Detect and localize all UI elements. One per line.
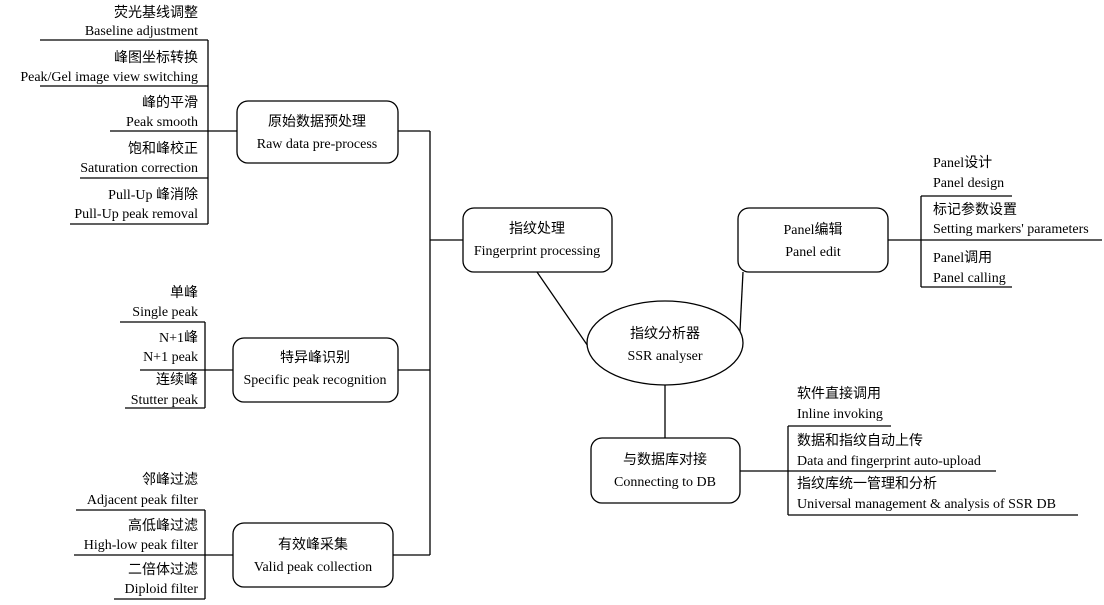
panel-edit-label-zh: Panel编辑 xyxy=(783,222,842,238)
raw-item-label-zh: Pull-Up 峰消除 xyxy=(108,187,198,203)
raw-item-label-en: Peak/Gel image view switching xyxy=(20,70,198,85)
panel-item-label-en: Setting markers' parameters xyxy=(933,222,1089,237)
specific-item-label-en: Single peak xyxy=(132,305,198,320)
db-item-label-en: Data and fingerprint auto-upload xyxy=(797,454,981,469)
raw-item-label-zh: 饱和峰校正 xyxy=(128,140,198,157)
panel-item-label-en: Panel design xyxy=(933,176,1004,191)
valid-peak-label-zh: 有效峰采集 xyxy=(278,536,348,553)
valid-item-label-zh: 邻峰过滤 xyxy=(142,472,198,488)
specific-item-label-zh: N+1峰 xyxy=(159,330,198,346)
db-item-label-zh: 数据和指纹自动上传 xyxy=(797,433,923,449)
valid-item-label-en: Adjacent peak filter xyxy=(87,493,199,508)
specific-peak-label-zh: 特异峰识别 xyxy=(280,350,350,366)
panel-edit-node xyxy=(737,207,889,273)
specific-peak-items: 单峰 Single peak N+1峰 N+1 peak 连续峰 Stutter… xyxy=(131,285,198,408)
valid-item-label-en: High-low peak filter xyxy=(84,538,199,553)
panel-item-label-zh: Panel设计 xyxy=(933,155,992,171)
raw-data-label-en: Raw data pre-process xyxy=(257,137,378,152)
db-items: 软件直接调用 Inline invoking 数据和指纹自动上传 Data an… xyxy=(797,385,1056,512)
raw-item-label-en: Pull-Up peak removal xyxy=(74,207,198,222)
db-item-label-zh: 软件直接调用 xyxy=(797,385,881,402)
db-item-label-en: Inline invoking xyxy=(797,407,883,422)
specific-item-label-en: N+1 peak xyxy=(143,350,198,365)
valid-peak-items: 邻峰过滤 Adjacent peak filter 高低峰过滤 High-low… xyxy=(84,472,199,597)
fingerprint-processing-label-en: Fingerprint processing xyxy=(474,244,600,259)
raw-data-items: 荧光基线调整 Baseline adjustment 峰图坐标转换 Peak/G… xyxy=(20,4,198,222)
specific-peak-label-en: Specific peak recognition xyxy=(243,373,386,388)
specific-item-label-zh: 连续峰 xyxy=(156,371,198,388)
fingerprint-processing-node xyxy=(462,207,613,273)
panel-items: Panel设计 Panel design 标记参数设置 Setting mark… xyxy=(933,155,1089,286)
valid-item-label-zh: 二倍体过滤 xyxy=(128,562,198,578)
specific-peak-node xyxy=(232,337,399,403)
specific-item-label-en: Stutter peak xyxy=(131,393,198,408)
fingerprint-processing-label-zh: 指纹处理 xyxy=(509,221,565,237)
connector-lines xyxy=(40,39,1102,600)
valid-peak-node xyxy=(232,522,394,588)
raw-item-label-zh: 峰图坐标转换 xyxy=(114,49,198,66)
raw-item-label-zh: 荧光基线调整 xyxy=(114,4,198,21)
connecting-db-label-zh: 与数据库对接 xyxy=(623,451,707,468)
db-item-label-en: Universal management & analysis of SSR D… xyxy=(797,497,1056,512)
raw-item-label-en: Baseline adjustment xyxy=(85,24,198,39)
center-node xyxy=(586,300,744,386)
panel-item-label-en: Panel calling xyxy=(933,271,1006,286)
connecting-db-label-en: Connecting to DB xyxy=(614,475,716,490)
specific-item-label-zh: 单峰 xyxy=(170,285,198,301)
center-node-label-zh: 指纹分析器 xyxy=(630,326,700,342)
valid-item-label-zh: 高低峰过滤 xyxy=(128,517,198,534)
valid-item-label-en: Diploid filter xyxy=(125,582,199,597)
valid-peak-label-en: Valid peak collection xyxy=(254,560,372,575)
raw-data-node xyxy=(236,100,399,164)
raw-item-label-en: Peak smooth xyxy=(126,115,198,130)
raw-item-label-en: Saturation correction xyxy=(80,161,198,176)
panel-item-label-zh: Panel调用 xyxy=(933,250,992,266)
panel-edit-label-en: Panel edit xyxy=(785,245,841,260)
db-item-label-zh: 指纹库统一管理和分析 xyxy=(797,476,937,492)
panel-item-label-zh: 标记参数设置 xyxy=(933,201,1017,218)
raw-data-label-zh: 原始数据预处理 xyxy=(268,114,366,130)
raw-item-label-zh: 峰的平滑 xyxy=(142,94,198,111)
center-node-label-en: SSR analyser xyxy=(627,349,702,364)
connecting-db-node xyxy=(590,437,741,504)
